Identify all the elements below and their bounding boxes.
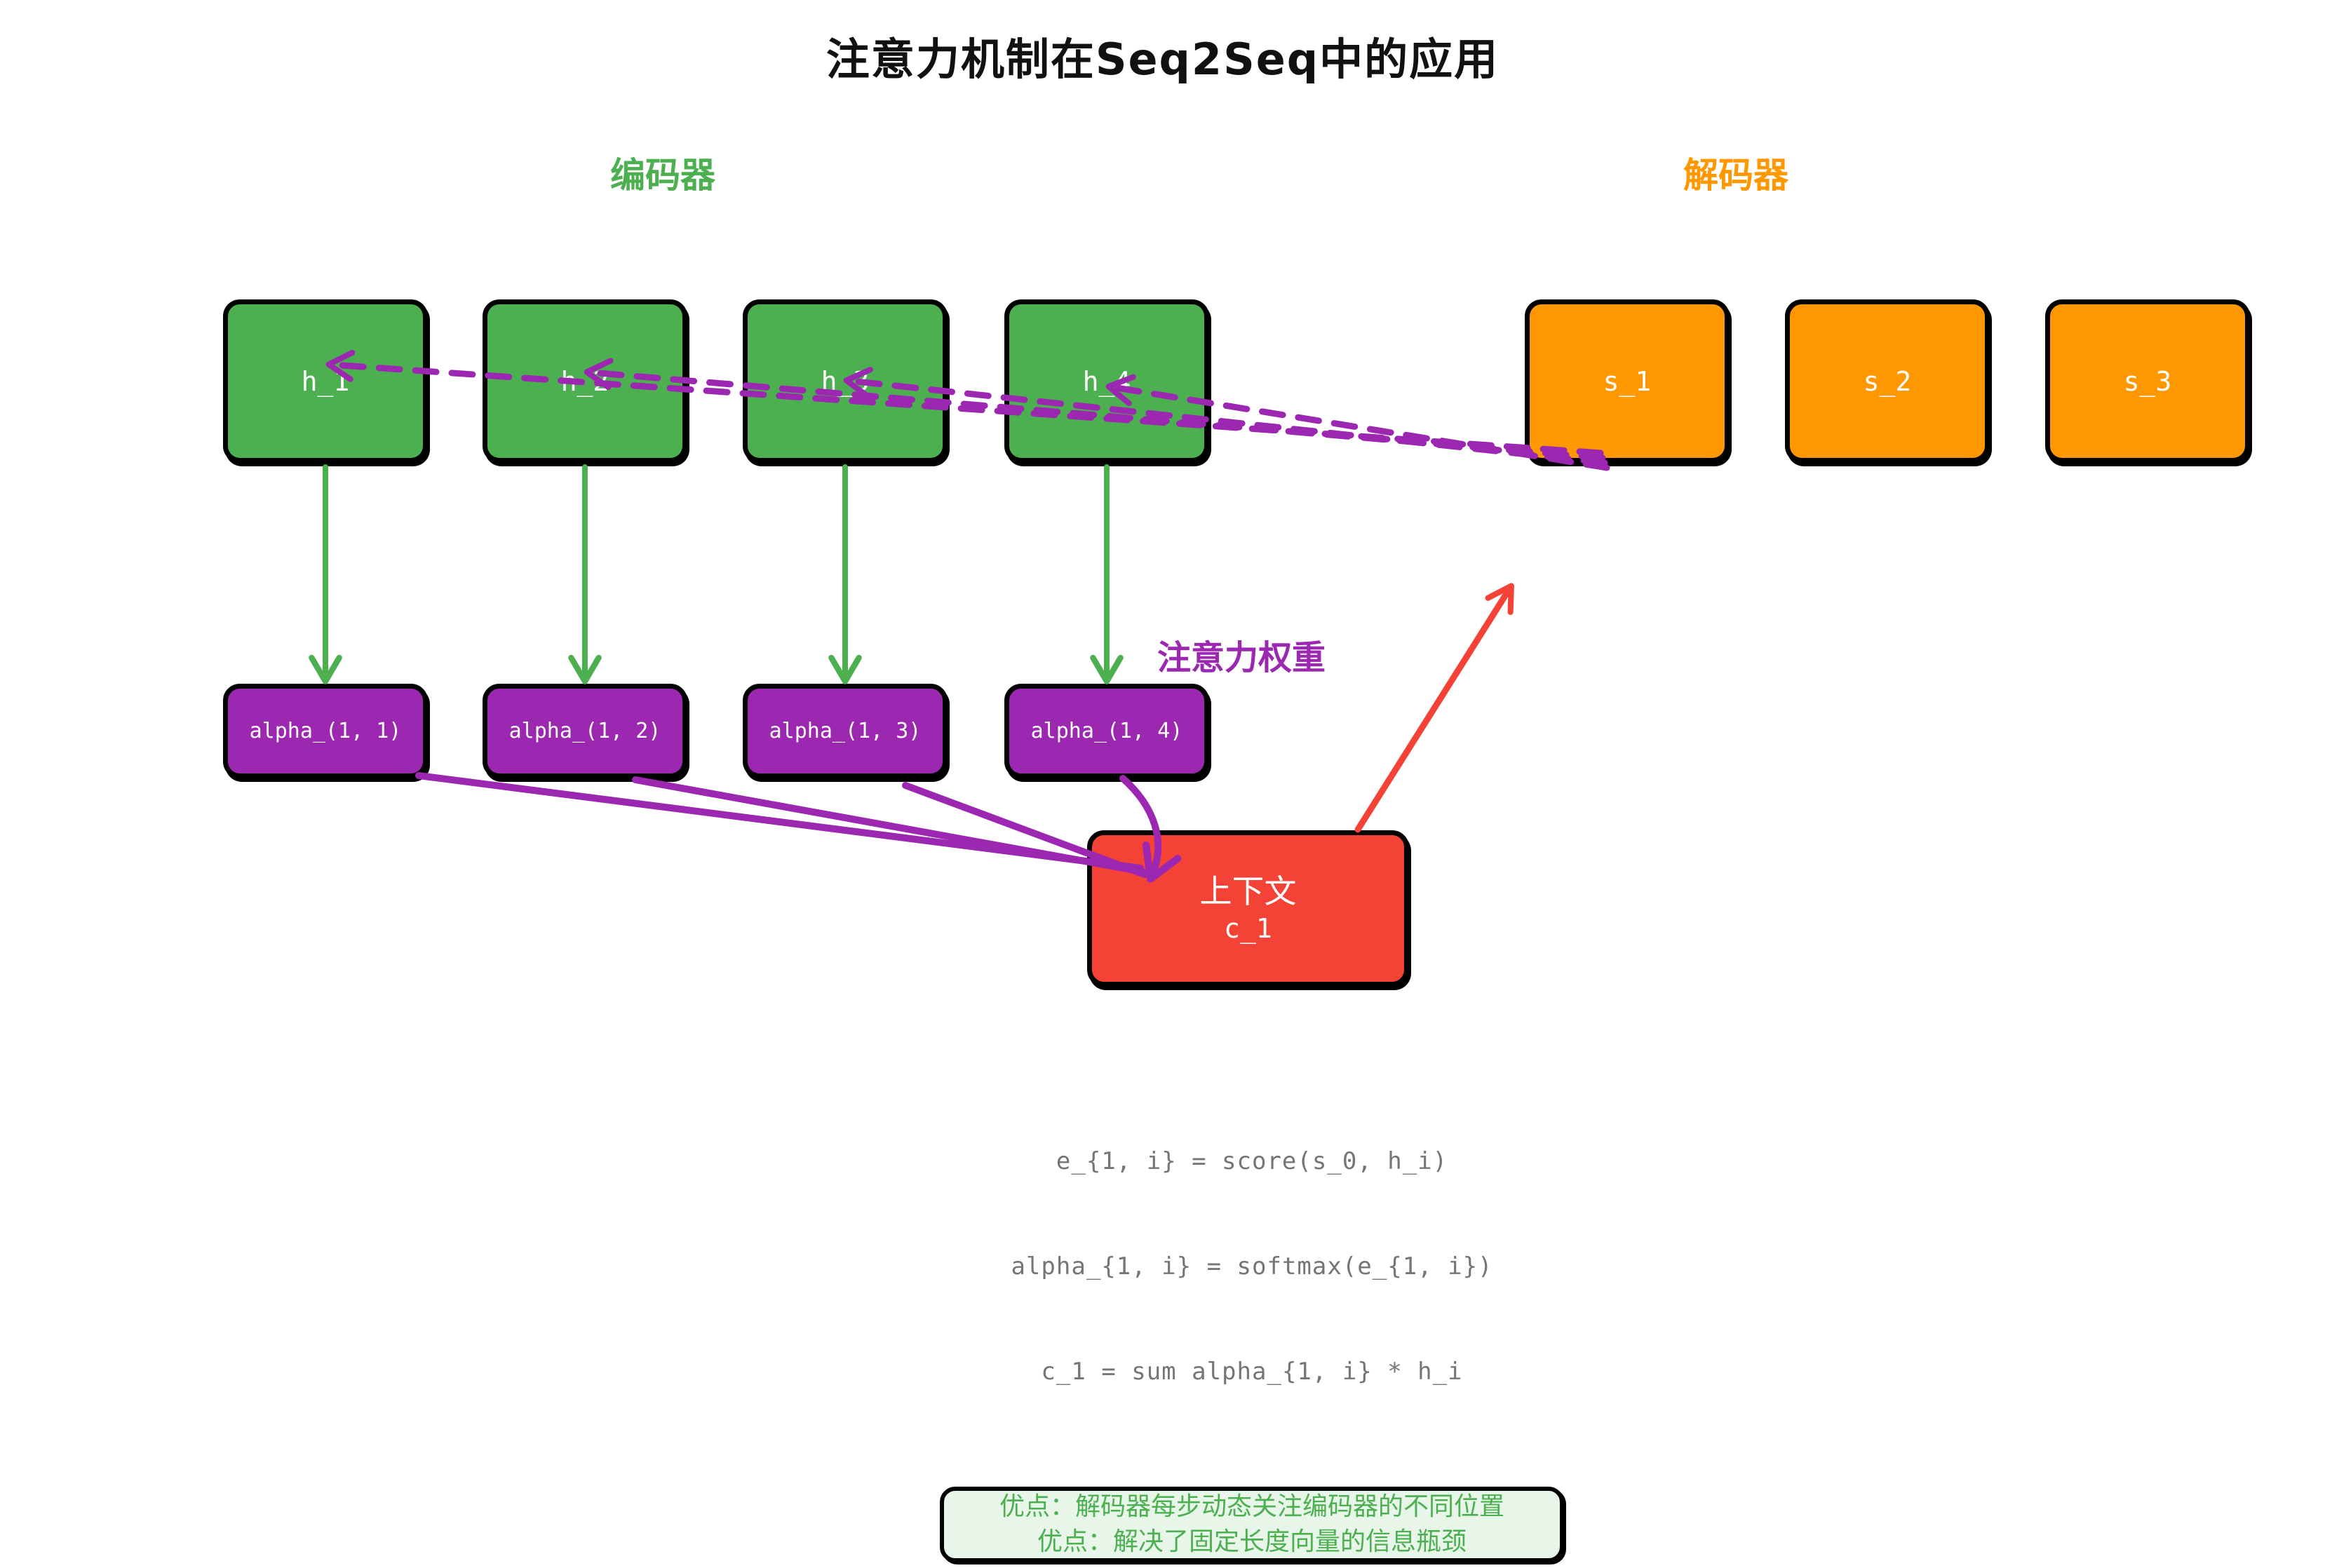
decoder-box-s1-label: s_1 xyxy=(1603,365,1652,397)
advantage-line-2: 优点：解决了固定长度向量的信息瓶颈 xyxy=(1037,1527,1467,1556)
decoder-box-s3: s_3 xyxy=(2045,299,2250,463)
decoder-box-s2: s_2 xyxy=(1785,299,1990,463)
context-box-name: c_1 xyxy=(1224,912,1272,944)
arrow-context-to-decoder xyxy=(1354,583,1514,833)
context-box-title: 上下文 xyxy=(1199,872,1297,910)
decoder-label: 解码器 xyxy=(1683,155,1788,196)
encoder-box-h3-label: h_3 xyxy=(821,365,870,397)
attention-box-alpha14-label: alpha_(1, 4) xyxy=(1030,719,1183,743)
encoder-label: 编码器 xyxy=(610,155,715,196)
encoder-box-h2: h_2 xyxy=(483,299,687,463)
attention-dashed-arrow-s1-to-h3 xyxy=(843,367,1608,466)
encoder-box-h2-label: h_2 xyxy=(560,365,609,397)
formula-context: c_1 = sum alpha_{1, i} * h_i xyxy=(1041,1358,1463,1386)
attention-box-alpha12-label: alpha_(1, 2) xyxy=(508,719,661,743)
context-box: 上下文 c_1 xyxy=(1087,830,1409,987)
attention-box-alpha14: alpha_(1, 4) xyxy=(1004,684,1209,778)
encoder-box-h4: h_4 xyxy=(1004,299,1209,463)
arrow-alpha2-to-context xyxy=(632,776,1146,875)
arrow-alpha1-to-context xyxy=(415,772,1144,872)
encoder-box-h1: h_1 xyxy=(223,299,428,463)
decoder-box-s1: s_1 xyxy=(1525,299,1730,463)
decoder-box-s3-label: s_3 xyxy=(2123,365,2172,397)
formula-softmax: alpha_{1, i} = softmax(e_{1, i}) xyxy=(1011,1252,1493,1280)
attention-box-alpha12: alpha_(1, 2) xyxy=(483,684,687,778)
encoder-box-h3: h_3 xyxy=(743,299,948,463)
encoder-box-h1-label: h_1 xyxy=(301,365,350,397)
advantages-box: 优点：解码器每步动态关注编码器的不同位置 优点：解决了固定长度向量的信息瓶颈 xyxy=(940,1487,1564,1562)
attention-box-alpha11-label: alpha_(1, 1) xyxy=(249,719,402,743)
attention-box-alpha13: alpha_(1, 3) xyxy=(743,684,948,778)
page-title: 注意力机制在Seq2Seq中的应用 xyxy=(825,34,1500,85)
advantage-line-1: 优点：解码器每步动态关注编码器的不同位置 xyxy=(999,1492,1504,1521)
formula-score: e_{1, i} = score(s_0, h_i) xyxy=(1056,1147,1448,1175)
decoder-box-s2-label: s_2 xyxy=(1863,365,1912,397)
attention-box-alpha13-label: alpha_(1, 3) xyxy=(769,719,922,743)
encoder-box-h4-label: h_4 xyxy=(1082,365,1131,397)
attention-weights-label: 注意力权重 xyxy=(1157,638,1326,677)
attention-box-alpha11: alpha_(1, 1) xyxy=(223,684,428,778)
